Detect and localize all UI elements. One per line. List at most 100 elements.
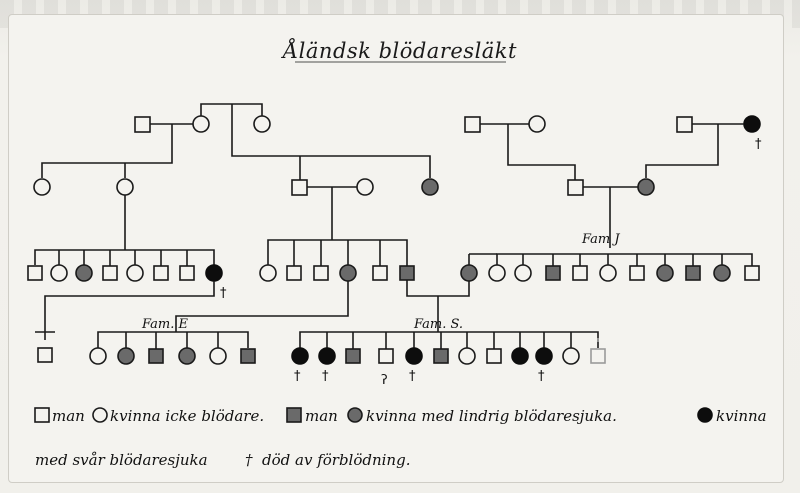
fam-s-man-1: [378, 348, 394, 364]
gen2-woman-mid: [356, 178, 374, 196]
marriage-fam-s: [406, 280, 470, 297]
famj-man-1: [572, 265, 588, 281]
legend-hatched-circle-icon: [347, 407, 363, 423]
famj-man-mild-2: [685, 265, 701, 281]
gen1-right-woman-severe: [743, 115, 761, 133]
legend-black-circle-icon: [697, 407, 713, 423]
famj-woman-mild-1: [656, 264, 674, 282]
descent-fam-e: [175, 281, 349, 332]
fam-s-woman-severe-3: [405, 347, 423, 365]
sibline-mid: [231, 148, 431, 178]
gen2-man-mid: [291, 179, 308, 196]
sibline-famj: [496, 253, 753, 266]
dagger-gen3: †: [220, 286, 227, 301]
fam-s-man-mild-2: [433, 348, 449, 364]
gen3-man-4: [179, 265, 195, 281]
fam-s-woman-severe-4: [511, 347, 529, 365]
descent-fam-e-link: [44, 281, 215, 340]
label-fam-s: Fam. S.: [413, 317, 463, 332]
legend-man: man: [52, 407, 85, 425]
drop-right-b: [645, 150, 719, 178]
fam-s-woman-1: [458, 347, 476, 365]
famj-woman-2: [514, 264, 532, 282]
dagger-s2: †: [322, 369, 329, 384]
gen3-mid-row: [259, 240, 415, 282]
fam-e-woman-mild-1: [117, 347, 135, 365]
gen2-woman-1: [33, 178, 51, 196]
gen3-man-3: [153, 265, 169, 281]
legend-kvinna-mild: kvinna med lindrig blödaresjuka.: [366, 407, 617, 425]
legend-kvinna-severe: kvinna: [716, 407, 767, 425]
sibline-fam-s: [299, 331, 599, 348]
legend-severe-line: med svår blödaresjuka: [35, 451, 208, 469]
legend-kvinna: kvinna icke blödare.: [110, 407, 264, 425]
famj-man-mild-1: [545, 265, 561, 281]
gen1-left-woman-b: [253, 115, 271, 133]
legend: man kvinna icke blödare. man kvinna med …: [34, 407, 767, 469]
fam-e-row: [89, 332, 256, 365]
gen3-woman-mild-1: [75, 264, 93, 282]
dagger-s5: †: [538, 369, 545, 384]
gen2-woman-mild-a: [421, 178, 439, 196]
gen1-right-woman: [528, 115, 546, 133]
fam-e-man-mild-2: [240, 348, 256, 364]
sibline-fam-e: [97, 331, 249, 348]
fam-e-man-single: [37, 347, 53, 363]
gen3-left-row: †: [27, 250, 227, 301]
sibline-gen3-left: [34, 249, 215, 265]
gen2-right-woman-mild: [637, 178, 655, 196]
gen3m-woman-1: [259, 264, 277, 282]
gen3-woman-2: [126, 264, 144, 282]
gen3m-woman-mild: [339, 264, 357, 282]
dagger-gen1: †: [755, 137, 762, 152]
fam-s-woman-2: [562, 347, 580, 365]
gen2-right-man: [567, 179, 584, 196]
legend-dagger-label: död av förblödning.: [262, 451, 410, 469]
gen1-right-man-a: [464, 116, 481, 133]
gen3m-man-mild: [399, 265, 415, 281]
fam-e-woman-mild-2: [178, 347, 196, 365]
gen2-woman-2: [116, 178, 134, 196]
gen3-woman-severe: [205, 264, 223, 282]
chart-frame: [8, 14, 784, 483]
fam-s-man-mild-1: [345, 348, 361, 364]
fam-s-row: † † ʔ † †: [291, 332, 606, 388]
fam-s-woman-severe-2: [318, 347, 336, 365]
fam-e-man-mild: [148, 348, 164, 364]
famj-woman-3: [599, 264, 617, 282]
famj-woman-mild-0: [460, 264, 478, 282]
gen3-man-1: [27, 265, 43, 281]
famj-man-2: [629, 265, 645, 281]
fam-s-woman-severe-5: [535, 347, 553, 365]
legend-circle-icon: [92, 407, 108, 423]
legend-hatched-square-icon: [286, 407, 302, 423]
dagger-s3: †: [409, 369, 416, 384]
famj-row: [488, 254, 760, 282]
gen3-woman-1: [50, 264, 68, 282]
fam-e-woman-2: [209, 347, 227, 365]
fam-s-woman-severe-1: [291, 347, 309, 365]
fam-s-man-3: [590, 348, 606, 364]
gen1-left-man: [134, 116, 151, 133]
mark-s-q: ʔ: [381, 373, 388, 388]
sibline-left: [41, 148, 173, 178]
fam-s-man-2: [486, 348, 502, 364]
fam-e-woman-1: [89, 347, 107, 365]
pedigree-title: Åländsk blödaresläkt: [280, 38, 517, 63]
gen1-right-man-b: [676, 116, 693, 133]
drop-right-a: [507, 150, 576, 180]
gen3m-man-2: [313, 265, 329, 281]
gen3-man-2: [102, 265, 118, 281]
dagger-s1: †: [294, 369, 301, 384]
label-fam-e: Fam. E: [141, 317, 188, 332]
famj-woman-1: [488, 264, 506, 282]
gen3m-man-3: [372, 265, 388, 281]
legend-man-mild: man: [305, 407, 338, 425]
gen3m-man-1: [286, 265, 302, 281]
famj-woman-mild-2: [713, 264, 731, 282]
label-fam-j: Fam J: [581, 232, 620, 247]
sibline-gen3-mid: [267, 239, 408, 266]
legend-dagger-icon: †: [245, 451, 253, 469]
